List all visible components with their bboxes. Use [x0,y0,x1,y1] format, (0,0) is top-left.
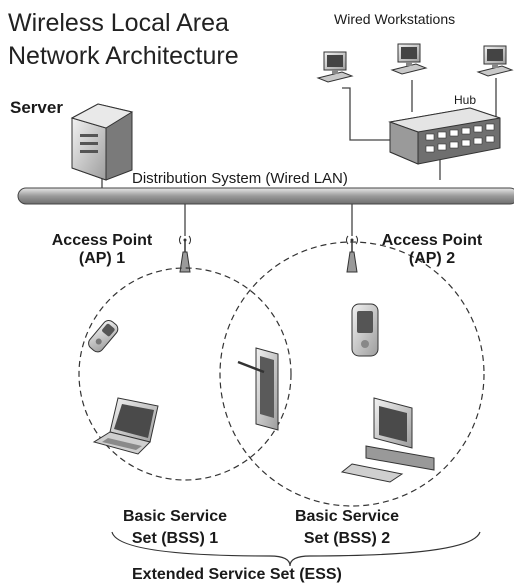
title-line-2: Network Architecture [8,42,239,70]
ap2-label-line-1: Access Point [381,232,483,249]
server-tower-icon [70,103,134,181]
distribution-system-label: Distribution System (Wired LAN) [132,170,348,187]
bss1-coverage-circle [78,267,292,481]
title-line-1: Wireless Local Area [8,9,229,37]
ap-drop-lines [184,204,353,236]
antenna-icon-ap1 [179,235,191,273]
wired-workstations-label: Wired Workstations [334,11,456,27]
hub-label: Hub [454,93,477,107]
pda-icon [351,303,379,357]
network-hub-icon [388,107,501,165]
ap1-label-line-1: Access Point [51,232,153,249]
ess-brace [111,531,481,567]
ap2-label-line-2: (AP) 2 [408,250,456,268]
ess-label: Extended Service Set (ESS) [132,566,342,583]
bss2-label-line-1: Basic Service [294,508,400,525]
bss2-coverage-circle [219,241,485,507]
bss1-label: Basic Service Set (BSS) 1 [100,506,250,550]
tablet-stylus-icon [237,347,279,431]
ap1-label-line-2: (AP) 1 [78,250,126,268]
laptop-icon [92,397,159,455]
diagram-title: Wireless Local Area Network Architecture [8,7,239,73]
ap2-label: Access Point (AP) 2 [360,232,504,269]
bss1-label-line-1: Basic Service [122,508,228,525]
mobile-phone-icon [88,319,119,353]
ap1-label: Access Point (AP) 1 [32,232,172,269]
antenna-icon-ap2 [346,235,358,273]
desktop-computer-icon [340,397,435,483]
bss2-label: Basic Service Set (BSS) 2 [272,506,422,550]
bss2-label-line-2: Set (BSS) 2 [303,530,391,547]
bss1-label-line-2: Set (BSS) 1 [131,530,219,547]
workstation-icon-2 [390,43,428,75]
workstation-icon-1 [316,51,354,83]
server-label: Server [10,98,63,117]
workstation-icon-3 [476,45,514,77]
distribution-system-bar [17,187,514,205]
